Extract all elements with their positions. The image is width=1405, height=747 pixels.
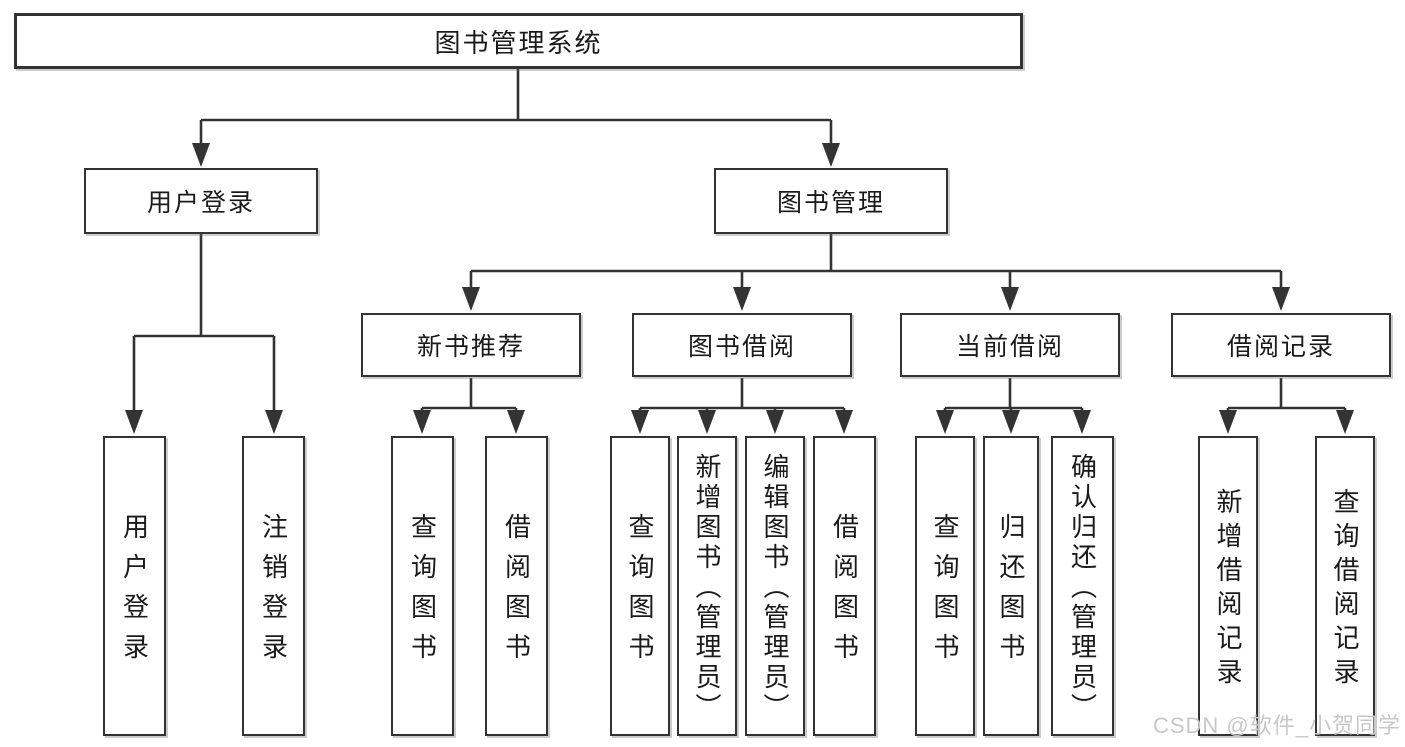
- leaf-confirm-return-admin: 确认归还（管理员）: [1051, 436, 1114, 736]
- leaf-query-books-current: 查询图书: [915, 436, 975, 736]
- csdn-watermark: CSDN @软件_小贺同学: [1152, 713, 1401, 738]
- node-current-borrowing: 当前借阅: [900, 313, 1120, 377]
- leaf-label: 借阅图书: [501, 513, 532, 673]
- leaf-query-books-recommend: 查询图书: [391, 436, 454, 736]
- leaf-label: 编辑图书（管理员）: [760, 453, 790, 723]
- leaf-label: 借阅图书: [829, 513, 860, 673]
- node-user-login: 用户登录: [84, 168, 318, 234]
- leaf-label: 新增借阅记录: [1213, 488, 1243, 692]
- leaf-label: 查询图书: [930, 513, 960, 673]
- leaf-borrow-books-recommend: 借阅图书: [485, 436, 548, 736]
- leaf-return-books: 归还图书: [983, 436, 1039, 736]
- leaf-add-borrow-record: 新增借阅记录: [1198, 436, 1258, 736]
- leaf-label: 查询图书: [407, 513, 438, 673]
- leaf-borrow-books-borrowing: 借阅图书: [813, 436, 876, 736]
- node-borrowing-records: 借阅记录: [1171, 313, 1391, 377]
- leaf-label: 新增图书（管理员）: [692, 453, 722, 723]
- leaf-label: 注销登录: [258, 513, 289, 673]
- leaf-query-books-borrowing: 查询图书: [610, 436, 670, 736]
- leaf-logout: 注销登录: [242, 436, 305, 736]
- leaf-query-borrow-record: 查询借阅记录: [1315, 436, 1375, 736]
- node-new-book-recommendation: 新书推荐: [361, 313, 581, 377]
- leaf-label: 确认归还（管理员）: [1067, 453, 1098, 723]
- leaf-edit-books-admin: 编辑图书（管理员）: [745, 436, 805, 736]
- node-book-borrowing: 图书借阅: [632, 313, 852, 377]
- node-book-management: 图书管理: [714, 168, 948, 234]
- leaf-label: 查询图书: [625, 513, 655, 673]
- leaf-label: 归还图书: [996, 513, 1026, 673]
- leaf-label: 查询借阅记录: [1330, 488, 1360, 692]
- node-library-management-system: 图书管理系统: [14, 13, 1023, 69]
- leaf-label: 用户登录: [119, 513, 150, 673]
- leaf-user-login: 用户登录: [103, 436, 166, 736]
- leaf-add-books-admin: 新增图书（管理员）: [677, 436, 737, 736]
